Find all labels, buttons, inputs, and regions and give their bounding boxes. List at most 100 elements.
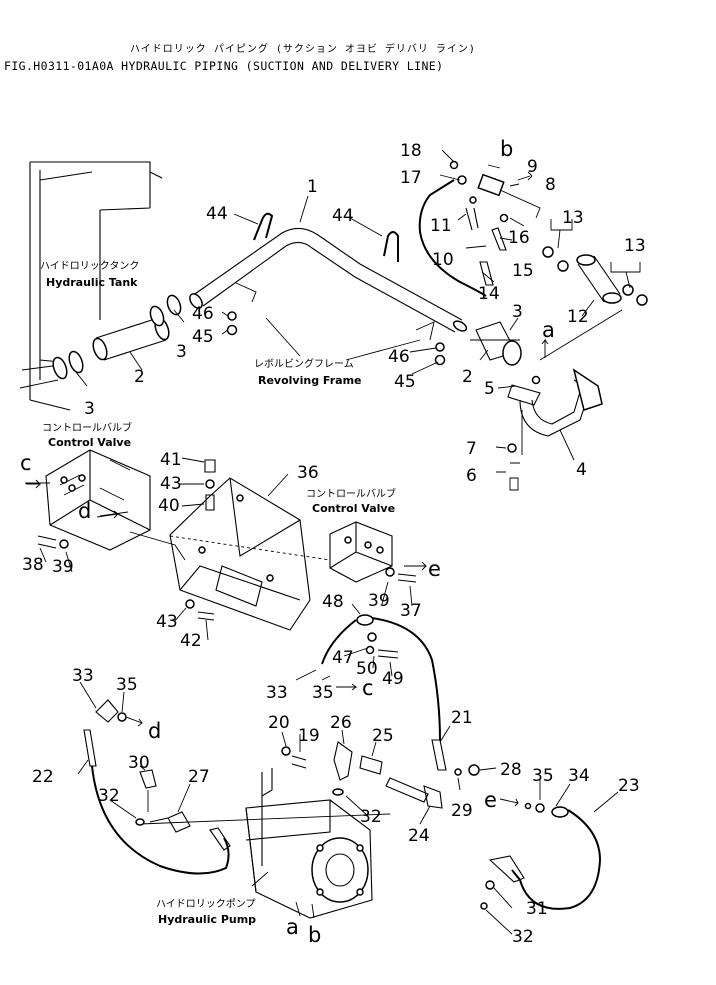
delivery-hose-23 bbox=[480, 802, 602, 910]
part-number: 49 bbox=[382, 669, 404, 689]
part-number: 23 bbox=[618, 776, 640, 796]
u-bolt-left bbox=[253, 212, 274, 241]
part-number: 46 bbox=[192, 304, 214, 324]
part-number: 39 bbox=[368, 591, 390, 611]
part-number: 10 bbox=[432, 250, 454, 270]
connection-letter-a: a bbox=[542, 318, 555, 342]
label-control-valve-right-jp: コントロールバルブ bbox=[306, 487, 396, 500]
part-number: 35 bbox=[312, 683, 334, 703]
part-number: 24 bbox=[408, 826, 430, 846]
connection-letter-d: d bbox=[148, 719, 161, 743]
part-number: 17 bbox=[400, 168, 422, 188]
label-control-valve-left-en: Control Valve bbox=[48, 436, 131, 449]
part-number: 2 bbox=[134, 367, 145, 387]
part-number: 6 bbox=[466, 466, 477, 486]
part-number: 36 bbox=[297, 463, 319, 483]
part-number: 3 bbox=[176, 342, 187, 362]
part-number: 31 bbox=[526, 899, 548, 919]
part-number: 32 bbox=[98, 786, 120, 806]
suction-pipe bbox=[189, 227, 468, 333]
part-number: 40 bbox=[158, 496, 180, 516]
part-number: 14 bbox=[478, 284, 500, 304]
part-number: 26 bbox=[330, 713, 352, 733]
leader-lines bbox=[39, 149, 641, 935]
part-number: 35 bbox=[116, 675, 138, 695]
part-number: 15 bbox=[512, 261, 534, 281]
label-control-valve-left-jp: コントロールバルブ bbox=[42, 421, 132, 434]
part-number: 46 bbox=[388, 347, 410, 367]
connection-letter-c: c bbox=[20, 451, 32, 475]
left-control-valve bbox=[25, 449, 186, 561]
part-number: 34 bbox=[568, 766, 590, 786]
part-number: 48 bbox=[322, 592, 344, 612]
part-number: 45 bbox=[394, 372, 416, 392]
connection-letter-callouts: a a b b c c d d e e bbox=[20, 137, 555, 947]
part-number: 32 bbox=[360, 807, 382, 827]
part-number: 35 bbox=[532, 766, 554, 786]
part-number: 3 bbox=[84, 399, 95, 419]
part-number: 4 bbox=[576, 460, 587, 480]
pump-fittings bbox=[135, 741, 480, 833]
part-number: 11 bbox=[430, 216, 452, 236]
label-hydraulic-pump-jp: ハイドロリックポンプ bbox=[156, 898, 256, 910]
label-hydraulic-tank-jp: ハイドロリックタンク bbox=[40, 260, 139, 272]
part-number: 32 bbox=[512, 927, 534, 947]
u-bolt-right bbox=[383, 231, 399, 262]
right-suction-hose bbox=[542, 246, 648, 306]
part-number: 42 bbox=[180, 631, 202, 651]
part-number: 44 bbox=[332, 206, 354, 226]
part-number: 3 bbox=[512, 302, 523, 322]
part-number: 8 bbox=[545, 175, 556, 195]
tee-fitting-parts bbox=[418, 160, 541, 297]
part-number: 33 bbox=[266, 683, 288, 703]
part-number: 39 bbox=[52, 557, 74, 577]
connection-letter-c: c bbox=[362, 676, 374, 700]
connection-letter-b: b bbox=[500, 137, 513, 161]
part-number: 45 bbox=[192, 327, 214, 347]
label-control-valve-right-en: Control Valve bbox=[312, 502, 395, 515]
part-number: 28 bbox=[500, 760, 522, 780]
valve-bracket bbox=[169, 459, 331, 631]
connection-arrows bbox=[26, 171, 549, 807]
connection-letter-e: e bbox=[428, 557, 441, 581]
part-number: 19 bbox=[298, 726, 320, 746]
part-number: 29 bbox=[451, 801, 473, 821]
part-number: 41 bbox=[160, 450, 182, 470]
part-number: 9 bbox=[527, 157, 538, 177]
part-number: 16 bbox=[508, 228, 530, 248]
revolving-frame-brackets bbox=[226, 282, 446, 366]
label-revolving-frame-jp: レボルビングフレーム bbox=[254, 357, 354, 370]
part-number: 18 bbox=[400, 141, 422, 161]
part-number: 21 bbox=[451, 708, 473, 728]
part-number: 2 bbox=[462, 367, 473, 387]
part-number: 13 bbox=[562, 208, 584, 228]
part-number: 37 bbox=[400, 601, 422, 621]
part-number: 12 bbox=[567, 307, 589, 327]
component-labels: ハイドロリックタンク Hydraulic Tank レボルビングフレーム Rev… bbox=[40, 260, 396, 926]
label-hydraulic-pump-en: Hydraulic Pump bbox=[158, 913, 256, 926]
label-revolving-frame-en: Revolving Frame bbox=[258, 374, 362, 387]
figure-title-japanese: ハイドロリック パイピング (サクション オヨビ デリバリ ライン) bbox=[130, 44, 476, 55]
label-hydraulic-tank-en: Hydraulic Tank bbox=[46, 276, 138, 289]
left-suction-hose bbox=[52, 294, 182, 380]
connection-letter-a: a bbox=[286, 915, 299, 939]
part-number-callouts: 1 2 2 3 3 3 4 5 6 7 8 9 10 11 12 13 13 1… bbox=[22, 141, 646, 947]
part-number: 30 bbox=[128, 753, 150, 773]
connection-letter-d: d bbox=[78, 499, 91, 523]
right-control-valve bbox=[329, 521, 417, 583]
part-number: 27 bbox=[188, 767, 210, 787]
part-number: 20 bbox=[268, 713, 290, 733]
part-number: 13 bbox=[624, 236, 646, 256]
connection-letter-b: b bbox=[308, 923, 321, 947]
part-number: 50 bbox=[356, 659, 378, 679]
part-number: 44 bbox=[206, 204, 228, 224]
part-number: 33 bbox=[72, 666, 94, 686]
part-number: 38 bbox=[22, 555, 44, 575]
hydraulic-pump-drawing bbox=[139, 768, 391, 919]
part-number: 47 bbox=[332, 648, 354, 668]
part-number: 22 bbox=[32, 767, 54, 787]
part-number: 1 bbox=[307, 177, 318, 197]
figure-title-english: FIG.H0311-01A0A HYDRAULIC PIPING (SUCTIO… bbox=[4, 59, 444, 73]
